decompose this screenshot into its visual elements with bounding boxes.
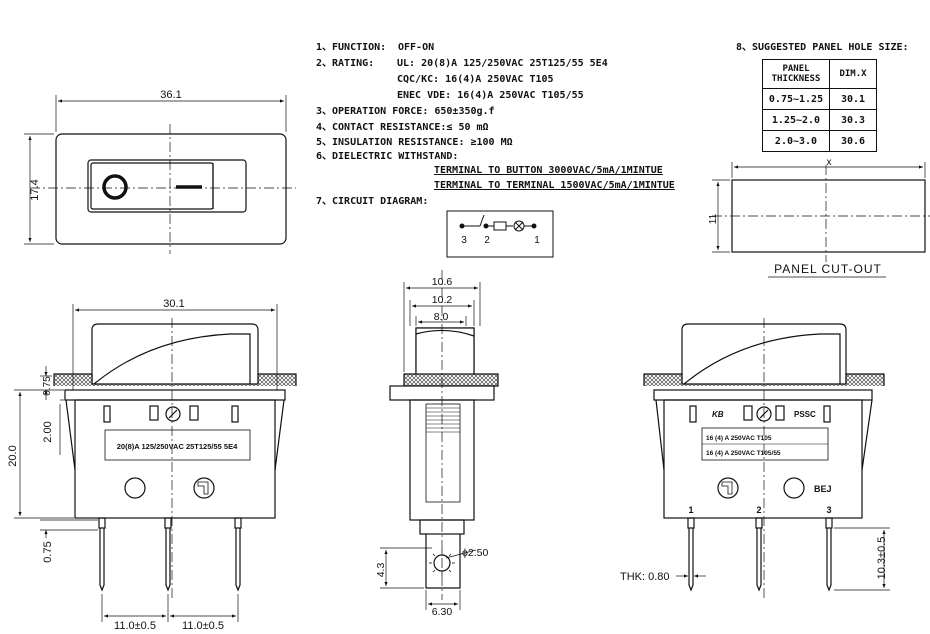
back-thk-label: THK: 0.80 (620, 571, 670, 583)
spec-function: 1、FUNCTION: OFF-ON (316, 42, 434, 54)
back-label-line-2: 16 (4) A 250VAC T105/55 (706, 450, 781, 457)
back-terminal-3: 3 (826, 505, 831, 515)
spec-function-value: OFF-ON (398, 42, 435, 53)
spec-dielectric-terminal: TERMINAL TO TERMINAL 1500VAC/5mA/1MINTUE (434, 180, 675, 191)
dim-x-header: DIM.X (829, 59, 877, 89)
top-view (24, 95, 296, 254)
back-terminal-1: 1 (688, 505, 693, 515)
spec-circuit-label: 7、CIRCUIT DIAGRAM: (316, 196, 429, 207)
side-view (380, 270, 499, 610)
front-pitch-right: 11.0±0.5 (182, 620, 224, 632)
panel-hole-header-row: PANEL THICKNESS DIM.X (762, 59, 877, 89)
front-width-label: 30.1 (163, 298, 184, 310)
front-height-label: 20.0 (7, 445, 19, 466)
side-dim-106: 10.6 (432, 276, 453, 288)
back-terminal-2: 2 (756, 505, 761, 515)
side-dim-43: 4.3 (375, 563, 387, 578)
spec-rating-ul: UL: 20(8)A 125/250VAC 25T125/55 5E4 (397, 58, 608, 69)
circuit-terminal-1: 1 (534, 235, 540, 246)
table-row: 2.0~3.0 30.6 (762, 130, 877, 152)
circuit-terminal-3: 3 (461, 235, 467, 246)
back-bej-mark: BEJ (814, 484, 832, 494)
side-dim-630: 6.30 (432, 606, 453, 618)
spec-insulation-resistance: 5、INSULATION RESISTANCE: ≥100 MΩ (316, 137, 513, 148)
panel-hole-table: PANEL THICKNESS DIM.X 0.75~1.25 30.1 1.2… (762, 59, 877, 152)
spec-dielectric-label: 6、DIELECTRIC WITHSTAND: (316, 151, 459, 162)
spec-dielectric-button: TERMINAL TO BUTTON 3000VAC/5mA/1MINTUE (434, 165, 663, 176)
back-label-line-1: 16 (4) A 250VAC T105 (706, 435, 772, 442)
cutout-dim-h: 11 (708, 213, 719, 224)
top-width-label: 36.1 (160, 89, 181, 101)
top-height-label: 17.4 (29, 179, 41, 200)
back-brand-right: PSSC (794, 410, 816, 419)
cutout-dim-x: x (827, 157, 832, 168)
spec-rating-cqc: CQC/KC: 16(4)A 250VAC T105 (397, 74, 554, 85)
table-cell: 30.6 (829, 130, 877, 152)
panel-hole-title: 8、SUGGESTED PANEL HOLE SIZE: (736, 42, 909, 53)
circuit-terminal-2: 2 (484, 235, 490, 246)
front-dim-075-top: 0.75 (42, 376, 53, 396)
spec-function-label: 1、FUNCTION: (316, 42, 387, 53)
front-rating-label: 20(8)A 125/250VAC 25T125/55 5E4 (117, 442, 238, 451)
side-dim-102: 10.2 (432, 294, 453, 306)
side-dim-80: 8.0 (434, 311, 449, 323)
back-view (643, 318, 890, 600)
back-length-label: 10.3±0.5 (876, 537, 888, 580)
table-row: 0.75~1.25 30.1 (762, 88, 877, 110)
spec-contact-resistance: 4、CONTACT RESISTANCE:≤ 50 mΩ (316, 122, 489, 133)
spec-rating-enec: ENEC VDE: 16(4)A 250VAC T105/55 (397, 90, 584, 101)
side-hole-dim: ϕ2.50 (462, 547, 488, 559)
front-pitch-left: 11.0±0.5 (114, 620, 156, 632)
front-dim-075-terminal: 0.75 (42, 541, 54, 562)
circuit-diagram (446, 210, 554, 258)
panel-cutout (712, 162, 930, 278)
front-dim-200: 2.00 (42, 421, 54, 442)
spec-rating-label: 2、RATING: (316, 58, 375, 69)
table-cell: 30.1 (829, 88, 877, 110)
spec-operation-force: 3、OPERATION FORCE: 650±350g.f (316, 106, 495, 117)
back-brand-left: KB (712, 410, 724, 419)
cutout-label: PANEL CUT-OUT (774, 262, 882, 276)
front-view (14, 304, 297, 622)
